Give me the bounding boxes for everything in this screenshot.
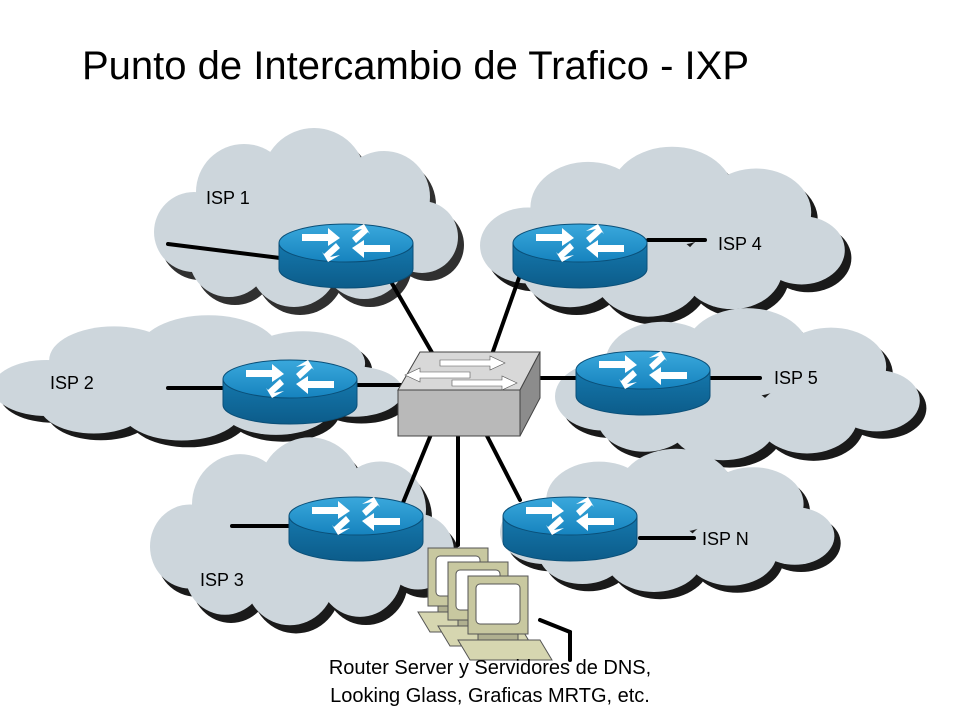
connection-lines [166,238,762,662]
server-workstation-icon [417,547,553,661]
isp-label-1: ISP 1 [206,188,250,208]
isp-label-4: ISP 4 [718,234,762,254]
caption-line-2: Looking Glass, Graficas MRTG, etc. [330,685,650,707]
router-icon-isp2 [222,359,358,425]
router-icon-isp3 [288,496,424,562]
router-icon-isp4 [512,223,648,289]
router-icon-isp5 [575,350,711,416]
switch-icon [397,351,541,437]
isp-label-2: ISP 2 [50,373,94,393]
cloud-icon-isp1 [154,128,464,315]
caption-line-1: Router Server y Servidores de DNS, [328,657,652,679]
router-icon-ispn [502,496,638,562]
isp-label-3: ISP 3 [200,570,244,590]
page-title: Punto de Intercambio de Trafico - IXP [82,44,750,88]
isp-label-5: ISP 5 [774,368,818,388]
diagram-caption: Router Server y Servidores de DNS, Looki… [240,654,740,710]
router-icon-isp1 [278,223,414,289]
isp-label-n: ISP N [702,529,749,549]
